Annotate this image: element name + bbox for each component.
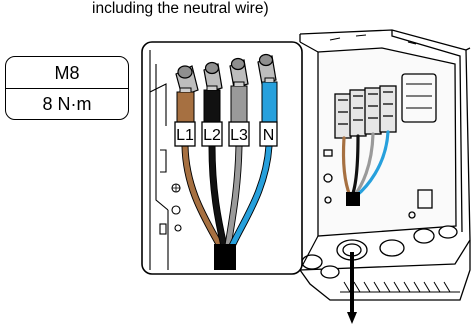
phase-wires xyxy=(181,142,273,250)
detail-panel xyxy=(141,41,303,275)
terminal-labels: L1 L2 L3 N xyxy=(174,121,278,147)
cable-bundle xyxy=(214,244,236,270)
terminal-label-l1: L1 xyxy=(174,121,196,147)
terminal-label-text: L3 xyxy=(230,127,248,144)
terminal-label-text: N xyxy=(263,127,275,144)
terminal-label-box xyxy=(228,121,250,147)
terminal-label-text: L1 xyxy=(176,127,194,144)
torque-value-label: 8 N·m xyxy=(42,94,92,114)
terminal-label-l3: L3 xyxy=(228,121,250,147)
terminal-label-box xyxy=(201,121,223,147)
cable-lugs xyxy=(176,77,278,123)
zoom-connector-lines xyxy=(299,41,319,271)
spec-divider xyxy=(6,88,128,89)
inverter-housing xyxy=(295,29,471,301)
caption-text: including the neutral wire) xyxy=(92,0,269,17)
terminal-posts xyxy=(175,53,277,97)
bolt-size-label: M8 xyxy=(54,63,80,83)
terminal-label-box xyxy=(259,121,278,147)
housing-cable-bundle xyxy=(346,192,360,206)
torque-spec-box: M8 8 N·m xyxy=(5,56,129,120)
terminal-label-l2: L2 xyxy=(201,121,223,147)
terminal-label-box xyxy=(174,121,196,147)
cable-direction-arrow xyxy=(347,312,357,324)
terminal-label-n: N xyxy=(259,121,278,147)
terminal-label-text: L2 xyxy=(203,127,221,144)
